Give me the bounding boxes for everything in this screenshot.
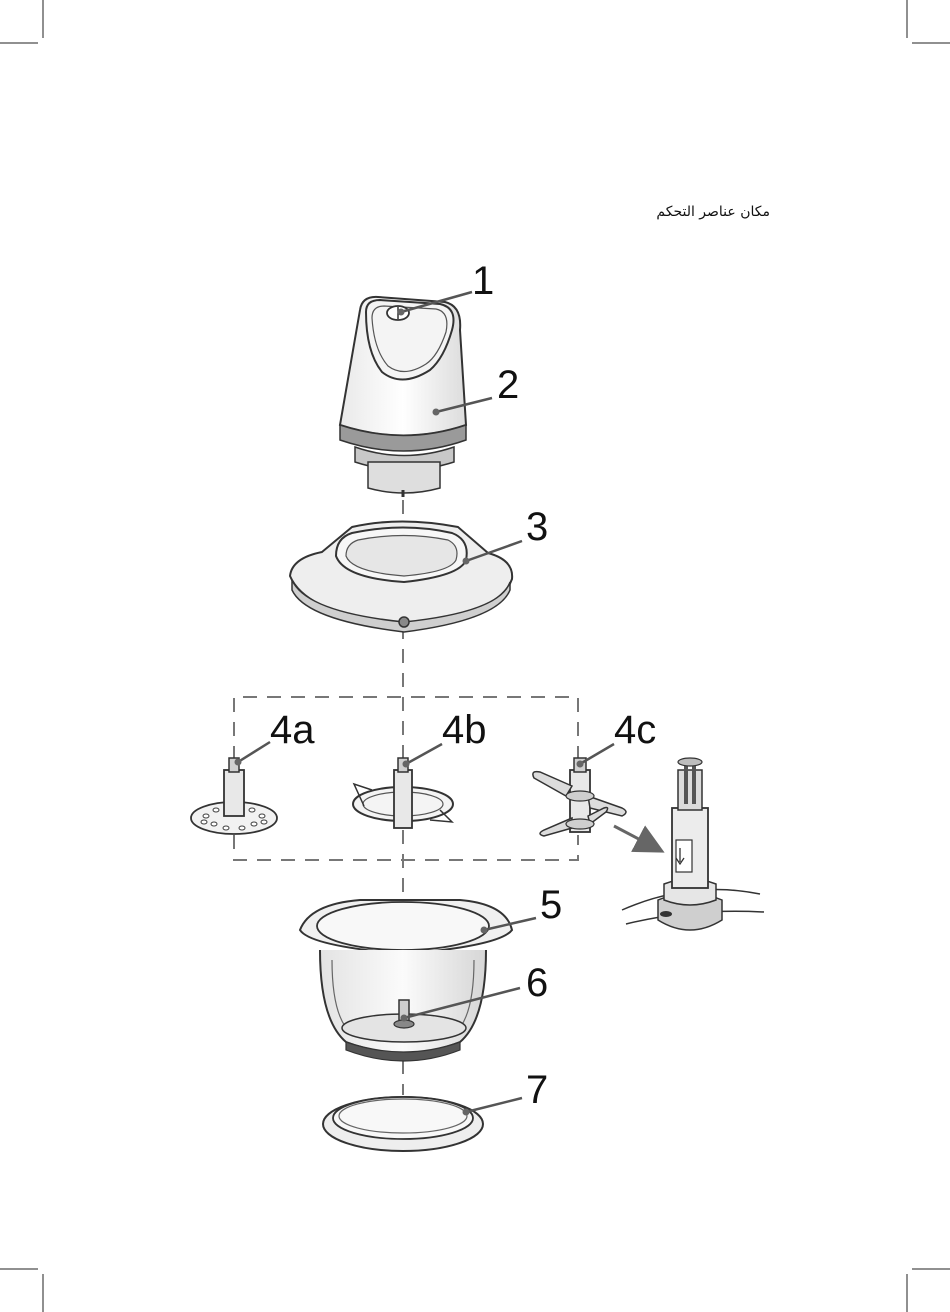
motor-unit bbox=[340, 297, 466, 497]
emulsifying-disc bbox=[191, 758, 277, 834]
base-ring bbox=[323, 1097, 483, 1151]
detail-arrow bbox=[614, 826, 654, 847]
callout-4b: 4b bbox=[442, 708, 487, 752]
lid bbox=[290, 522, 512, 633]
callout-4a: 4a bbox=[270, 708, 315, 752]
callout-1: 1 bbox=[472, 259, 494, 303]
callout-4c: 4c bbox=[614, 708, 656, 752]
callout-2: 2 bbox=[497, 363, 519, 407]
blade-detail-view bbox=[622, 758, 764, 930]
callout-7: 7 bbox=[526, 1068, 548, 1112]
chopping-blade bbox=[533, 758, 626, 836]
callout-3: 3 bbox=[526, 505, 548, 549]
callout-6: 6 bbox=[526, 961, 548, 1005]
bowl bbox=[300, 900, 512, 1061]
callout-5: 5 bbox=[540, 883, 562, 927]
whisk-disc bbox=[353, 758, 453, 828]
